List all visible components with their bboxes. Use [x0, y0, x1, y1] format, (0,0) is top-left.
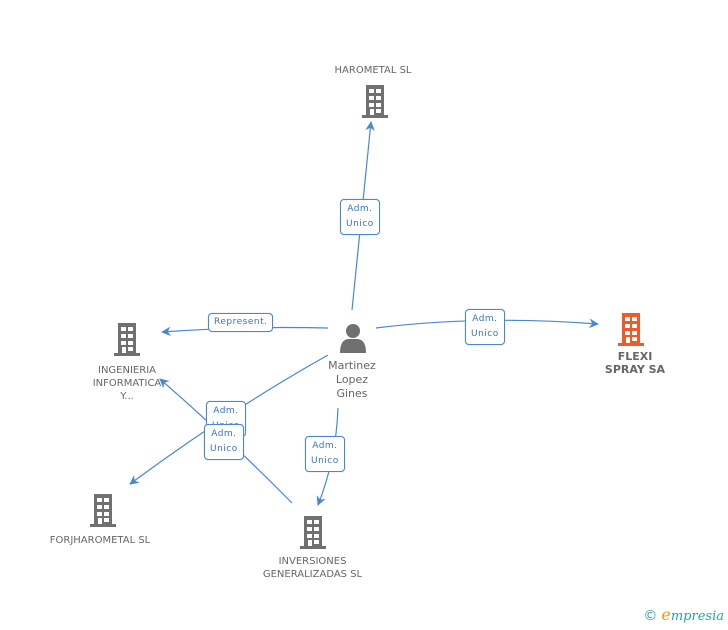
company-label-inversiones[interactable]: INVERSIONES GENERALIZADAS SL [262, 556, 363, 580]
building-icon-harometal[interactable] [362, 85, 388, 118]
person-icon[interactable] [340, 324, 366, 353]
copyright-icon: © [643, 608, 658, 624]
building-icon-inversiones[interactable] [300, 516, 326, 549]
edge-label-ingenieria: Represent. [208, 313, 274, 332]
brand-logo[interactable]: empresia [661, 605, 724, 624]
company-label-forjharometal[interactable]: FORJHAROMETAL SL [49, 535, 151, 546]
building-icon-flexi[interactable] [618, 313, 644, 346]
edge-label-harometal: Adm. Unico [340, 199, 380, 235]
edge-label-inversiones: Adm. Unico [305, 436, 345, 472]
edge-label-flexi: Adm. Unico [465, 309, 505, 345]
company-label-harometal[interactable]: HAROMETAL SL [334, 65, 412, 76]
company-label-ingenieria[interactable]: INGENIERIA INFORMATICA Y... [92, 365, 162, 402]
person-label[interactable]: Martinez Lopez Gines [328, 359, 376, 400]
building-icon-ingenieria[interactable] [114, 323, 140, 356]
company-label-flexi[interactable]: FLEXI SPRAY SA [604, 350, 666, 376]
building-icon-forjharometal[interactable] [90, 494, 116, 527]
footer-brand: ©empresia [643, 605, 724, 624]
edge-label-inversiones-ingenieria: Adm. Unico [204, 424, 244, 460]
